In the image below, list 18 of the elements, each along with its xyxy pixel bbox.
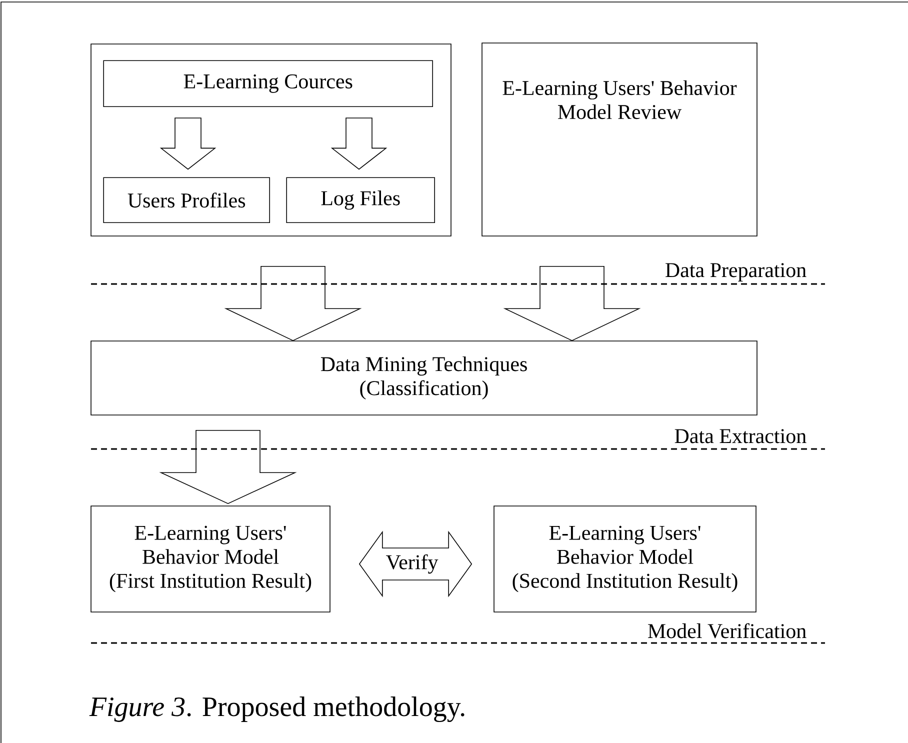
block-arrow: [160, 118, 216, 170]
process-box: E-Learning Users' Behavior Model (Second Institution Result): [494, 506, 756, 612]
stage-label: Data Extraction: [674, 429, 807, 444]
process-box: E-Learning Users' Behavior Model (First Institution Result): [90, 506, 330, 612]
group-box: [90, 44, 452, 236]
stage-label: Data Preparation: [664, 263, 807, 282]
stage-label: Model Verification: [647, 623, 807, 638]
process-box: Log Files: [286, 177, 435, 223]
block-arrow: [503, 266, 641, 342]
block-arrow: [224, 266, 362, 342]
edge-label: Verify: [384, 553, 440, 575]
process-box: E-Learning Cources: [103, 60, 433, 107]
figure-caption: Figure 3. Proposed methodology.: [89, 696, 464, 722]
process-box: Users Profiles: [103, 177, 270, 223]
block-arrow: [330, 118, 388, 170]
block-arrow: [159, 430, 297, 504]
text-box: E-Learning Users' Behavior Model Review: [482, 42, 758, 236]
process-box: Data Mining Techniques (Classification): [90, 340, 758, 416]
